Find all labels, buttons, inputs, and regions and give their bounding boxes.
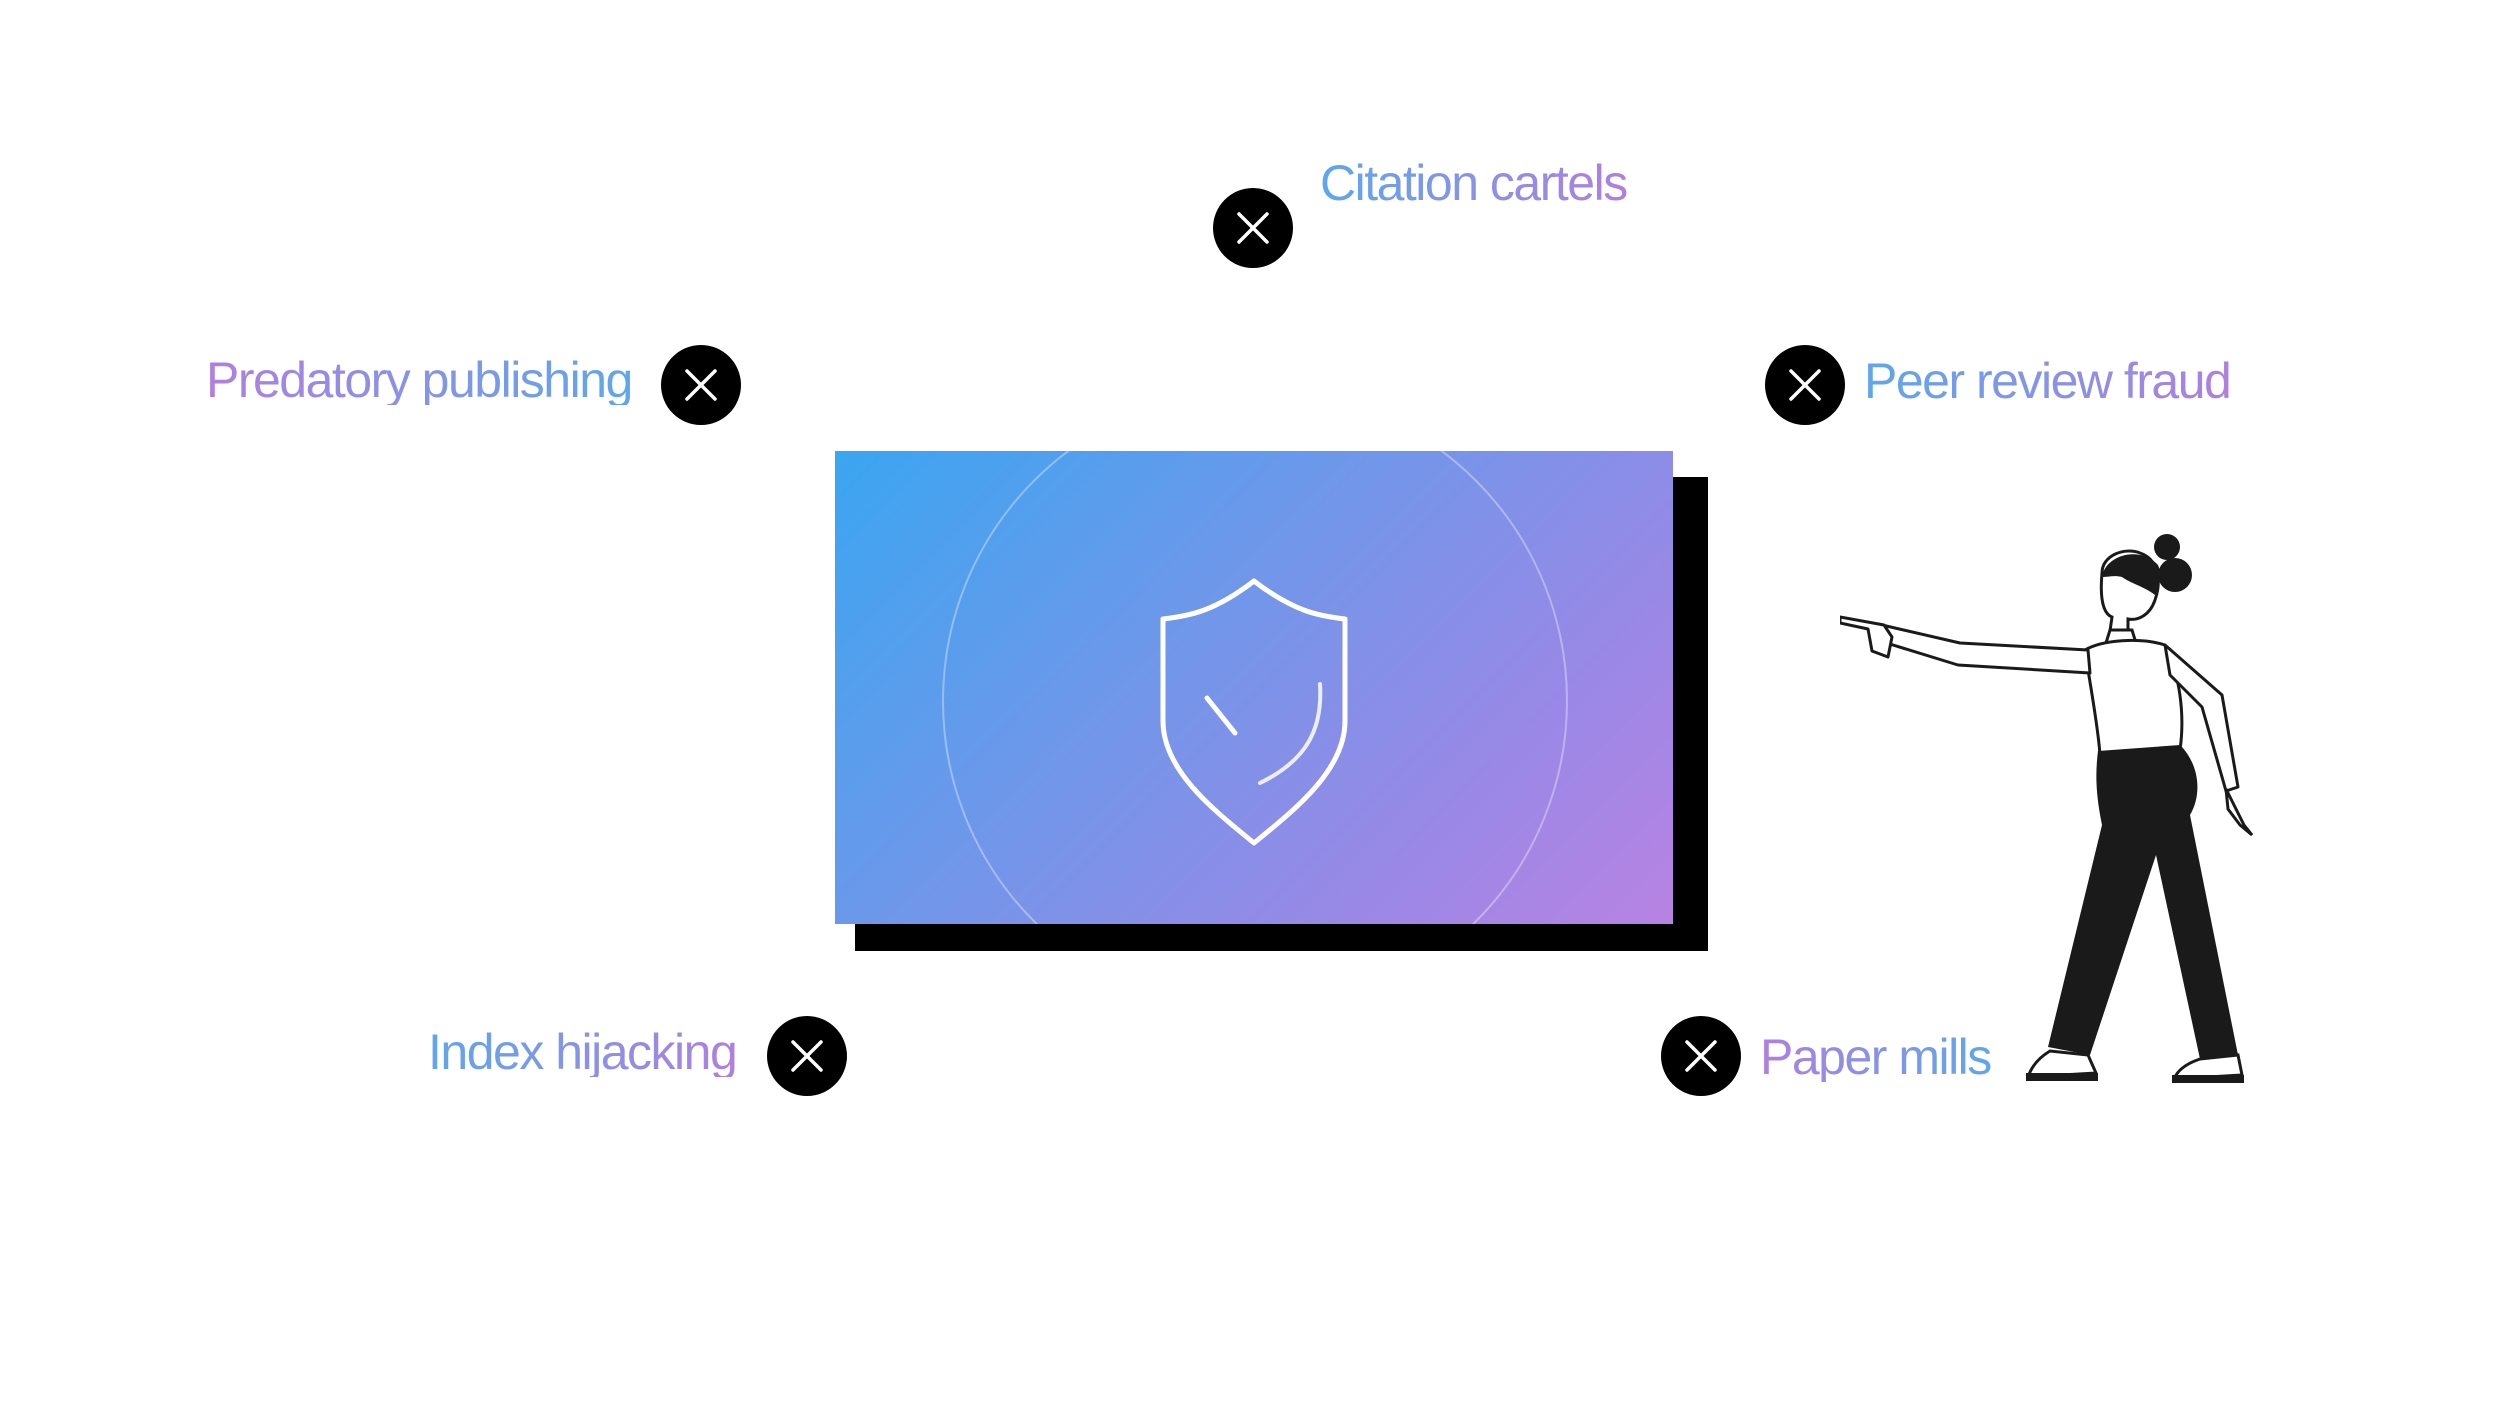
index-hijacking-label: Index hijacking [428, 1024, 738, 1080]
close-icon [685, 369, 717, 401]
peer-review-fraud-label: Peer review fraud [1864, 353, 2232, 409]
predatory-publishing-label: Predatory publishing [206, 352, 633, 408]
close-icon [1237, 212, 1269, 244]
shield-card [835, 451, 1673, 924]
close-icon [1789, 369, 1821, 401]
citation-cartels-x-icon [1213, 188, 1293, 268]
close-icon [791, 1040, 823, 1072]
citation-cartels-label: Citation cartels [1320, 155, 1628, 211]
predatory-publishing-x-icon [661, 345, 741, 425]
card-graphic [942, 451, 1568, 924]
index-hijacking-x-icon [767, 1016, 847, 1096]
pointing-woman-illustration [1840, 534, 2254, 1083]
paper-mills-x-icon [1661, 1016, 1741, 1096]
shield-check-icon [1160, 578, 1348, 846]
close-icon [1685, 1040, 1717, 1072]
peer-review-fraud-x-icon [1765, 345, 1845, 425]
paper-mills-label: Paper mills [1760, 1029, 1992, 1085]
